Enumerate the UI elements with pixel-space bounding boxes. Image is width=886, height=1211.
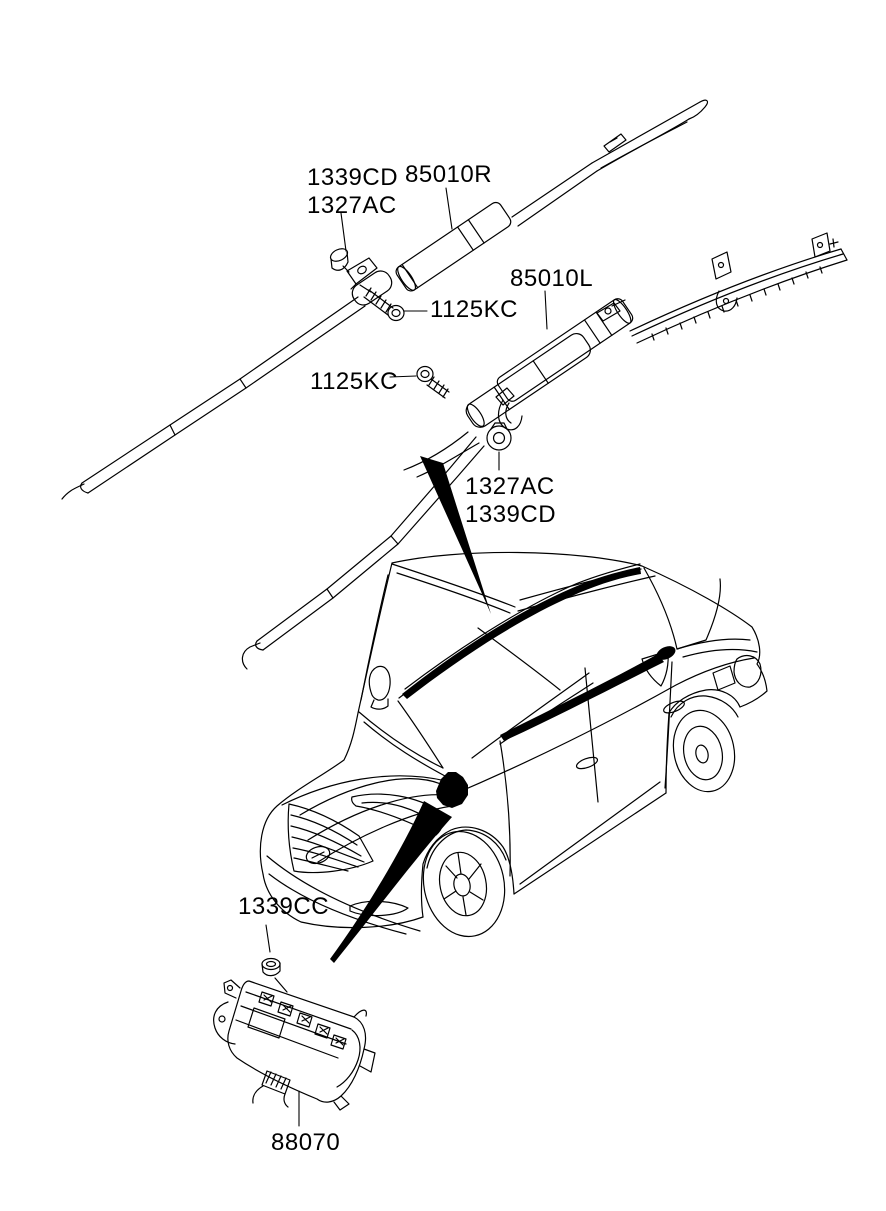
part-number-1125kc-upper: 1125KC xyxy=(430,296,518,323)
part-number-1327ac-mid: 1327AC xyxy=(465,473,555,500)
callout-roof-grommet: 1327AC 1339CD xyxy=(465,473,556,529)
part-number-88070: 88070 xyxy=(271,1129,341,1156)
callout-roof-clip: 1339CD 1327AC xyxy=(307,164,398,220)
screw-1125kc-lower-drawing xyxy=(416,365,450,399)
callout-screw-lower: 1125KC xyxy=(310,368,398,396)
callout-curtain-left: 85010L xyxy=(510,265,593,293)
leader-lines xyxy=(265,187,548,1127)
part-number-1125kc-lower: 1125KC xyxy=(310,368,398,395)
part-number-1327ac: 1327AC xyxy=(307,192,397,219)
car-drawing xyxy=(259,551,768,938)
part-number-1339cd: 1339CD xyxy=(307,164,399,191)
leader-roof-clip xyxy=(340,212,347,252)
curtain-airbag-right-drawing xyxy=(61,99,709,500)
passenger-airbag-module-drawing xyxy=(213,957,376,1111)
callout-panel-nut: 1339CC xyxy=(238,893,329,921)
callout-curtain-right: 85010R xyxy=(405,161,492,189)
screw-1125kc-upper-drawing xyxy=(363,287,405,322)
airbag-highlight-fills xyxy=(330,456,676,963)
window-top-curtain-band xyxy=(500,654,664,741)
leader-panel-nut xyxy=(265,924,271,953)
clip-1339cd-drawing xyxy=(329,248,349,271)
curtain-band-end-blob xyxy=(656,646,676,660)
dash-airbag-blob xyxy=(436,772,468,808)
leader-curtain-left xyxy=(544,290,548,330)
part-number-85010r: 85010R xyxy=(405,161,493,188)
curtain-airbag-left-drawing xyxy=(241,232,848,670)
part-number-85010l: 85010L xyxy=(510,265,594,292)
pointer-swoosh-panel xyxy=(330,801,452,963)
leader-curtain-right xyxy=(445,187,453,230)
leader-screw-lower xyxy=(389,375,417,378)
callout-passenger-airbag: 88070 xyxy=(271,1129,340,1157)
grommet-1327ac-drawing xyxy=(486,422,512,451)
callout-screw-upper: 1125KC xyxy=(430,296,518,324)
part-number-1339cc: 1339CC xyxy=(238,893,330,920)
part-number-1339cd-mid: 1339CD xyxy=(465,501,557,528)
